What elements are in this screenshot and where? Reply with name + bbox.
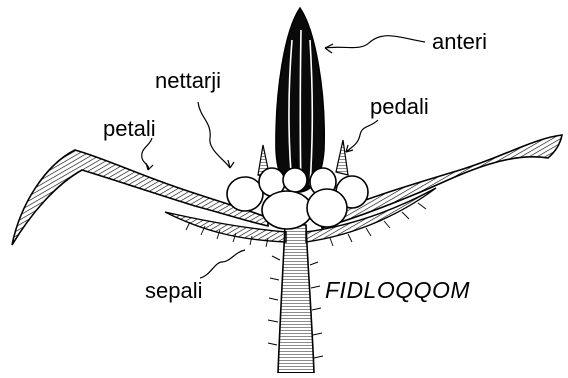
label-petals: petali <box>103 118 156 140</box>
diagram-title: FIDLOQQOM <box>325 279 470 302</box>
label-sepals: sepali <box>145 280 202 302</box>
stem <box>268 225 323 373</box>
label-anthers: anteri <box>432 31 487 53</box>
label-stalks: pedali <box>370 96 429 118</box>
label-nectaries: nettarji <box>155 70 221 92</box>
anthers <box>276 8 324 192</box>
